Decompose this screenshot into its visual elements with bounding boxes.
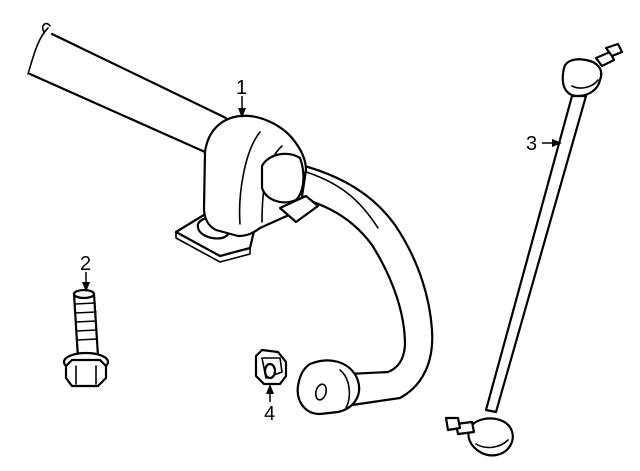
nut[interactable]: [254, 348, 288, 386]
bushing-bracket[interactable]: [174, 114, 320, 263]
leader-4: [266, 384, 274, 402]
leader-2: [82, 272, 90, 292]
bolt[interactable]: [62, 288, 110, 388]
leader-1: [238, 96, 246, 118]
stabilizer-link[interactable]: [444, 42, 624, 457]
callout-1: 1: [236, 77, 247, 99]
callout-3: 3: [526, 133, 537, 155]
callout-4: 4: [264, 403, 275, 425]
callout-2: 2: [80, 253, 91, 275]
stabilizer-bar[interactable]: [27, 22, 434, 416]
leader-3: [542, 139, 562, 147]
